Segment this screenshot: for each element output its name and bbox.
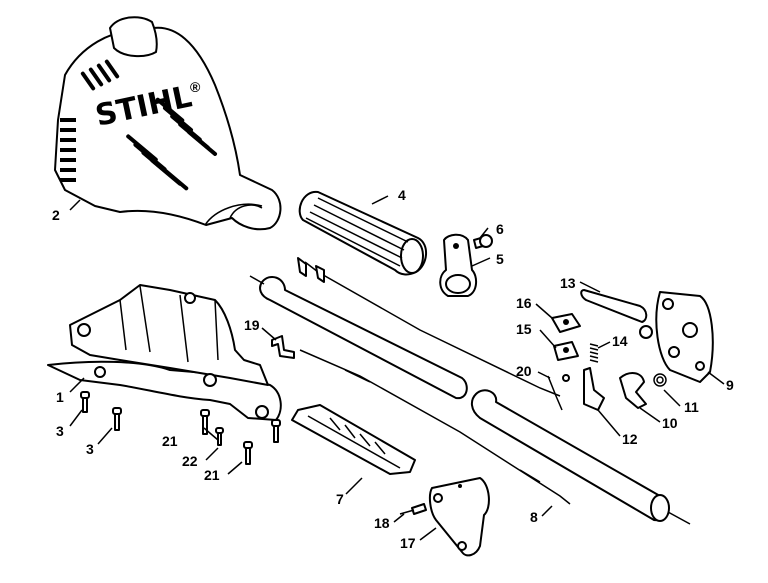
leader-lines	[69, 195, 725, 541]
engine-cover-part: STIHL ®	[54, 16, 282, 231]
part-label-11: 11	[684, 399, 699, 415]
registered-mark: ®	[190, 79, 201, 95]
part-label-15: 15	[516, 321, 532, 337]
cable-cover-part	[291, 404, 416, 475]
part-label-4: 4	[398, 187, 406, 203]
part-label-13: 13	[560, 275, 576, 291]
part-label-1: 1	[56, 389, 64, 405]
lever-part-12	[583, 367, 605, 411]
part-label-5: 5	[496, 251, 504, 267]
screw-part-6	[473, 234, 493, 249]
cover-plate-part	[428, 477, 490, 557]
interlock-lever-part	[619, 372, 647, 409]
part-label-17: 17	[400, 535, 416, 551]
part-label-20: 20	[516, 363, 532, 379]
part-label-6: 6	[496, 221, 504, 237]
screw-part-18	[399, 503, 427, 515]
screw-part-21a	[200, 409, 210, 435]
part-label-3a: 3	[56, 423, 64, 439]
bracket-part-19	[271, 335, 295, 359]
torsion-spring-part	[653, 373, 667, 387]
part-label-2: 2	[52, 207, 60, 223]
part-label-18: 18	[374, 515, 390, 531]
screw-part-3b	[112, 407, 122, 431]
part-label-22: 22	[182, 453, 198, 469]
throttle-cable-part	[299, 349, 571, 505]
contact-wire-part	[547, 374, 570, 411]
part-label-3b: 3	[86, 441, 94, 457]
part-label-9: 9	[726, 377, 734, 393]
switch-part-16	[551, 313, 581, 333]
grip-part	[298, 190, 427, 276]
part-label-19: 19	[244, 317, 260, 333]
screw-part-22	[215, 427, 224, 446]
screw-part-3a	[80, 391, 90, 413]
part-label-21a: 21	[162, 433, 178, 449]
throttle-trigger-part	[580, 289, 653, 339]
part-label-14: 14	[612, 333, 628, 349]
clamp-part	[439, 233, 478, 297]
screw-part-21b	[243, 441, 253, 465]
part-label-16: 16	[516, 295, 532, 311]
part-label-7: 7	[336, 491, 344, 507]
switch-part-15	[553, 341, 579, 361]
drive-tube	[249, 275, 691, 525]
handle-housing-part	[655, 291, 714, 383]
spring-part-14	[589, 343, 599, 363]
part-label-21b: 21	[204, 467, 220, 483]
screw-part-21c	[271, 419, 281, 443]
part-label-8: 8	[530, 509, 538, 525]
ground-wire	[297, 257, 561, 397]
part-label-10: 10	[662, 415, 678, 431]
housing-part	[47, 284, 282, 421]
part-label-12: 12	[622, 431, 638, 447]
